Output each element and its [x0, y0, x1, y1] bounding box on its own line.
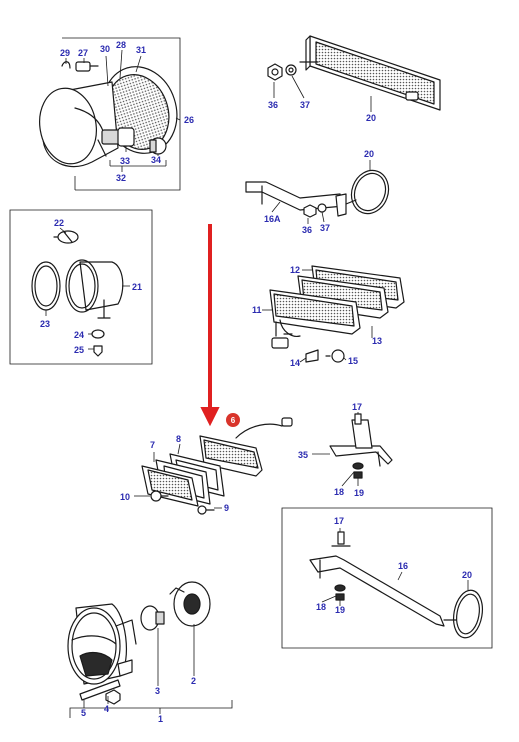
label-11[interactable]: 11	[252, 305, 262, 315]
label-13[interactable]: 13	[372, 336, 382, 346]
marker-lamp-assembly	[134, 417, 293, 515]
label-20-mirror[interactable]: 20	[364, 149, 374, 159]
label-3[interactable]: 3	[155, 686, 160, 696]
label-18-mid[interactable]: 18	[334, 487, 344, 497]
label-25[interactable]: 25	[74, 345, 84, 355]
arrow-head	[200, 407, 220, 427]
label-36-mid[interactable]: 36	[302, 225, 312, 235]
label-18-bottom[interactable]: 18	[316, 602, 326, 612]
label-15[interactable]: 15	[348, 356, 358, 366]
label-8[interactable]: 8	[176, 434, 181, 444]
label-12[interactable]: 12	[290, 265, 300, 275]
rear-lamp-assembly	[262, 265, 405, 363]
label-26[interactable]: 26	[184, 115, 194, 125]
label-17-mid[interactable]: 17	[352, 402, 362, 412]
long-lamp-assembly	[267, 35, 441, 112]
label-30[interactable]: 30	[100, 44, 110, 54]
headlamp-assembly-bottom	[67, 581, 233, 718]
label-16a[interactable]: 16A	[264, 214, 281, 224]
label-1[interactable]: 1	[158, 714, 163, 724]
label-32[interactable]: 32	[116, 173, 126, 183]
label-37-mid[interactable]: 37	[320, 223, 330, 233]
label-23[interactable]: 23	[40, 319, 50, 329]
label-4[interactable]: 4	[104, 704, 109, 714]
label-19-bottom[interactable]: 19	[335, 605, 345, 615]
label-2[interactable]: 2	[191, 676, 196, 686]
highlight-badge-6[interactable]: 6	[226, 413, 240, 427]
label-16[interactable]: 16	[398, 561, 408, 571]
label-33[interactable]: 33	[120, 156, 130, 166]
label-35[interactable]: 35	[298, 450, 308, 460]
label-17-bottom[interactable]: 17	[334, 516, 344, 526]
mirror-arm-assembly	[281, 507, 493, 649]
highlight-text: 6	[231, 416, 236, 425]
label-28[interactable]: 28	[116, 40, 126, 50]
label-34[interactable]: 34	[151, 155, 161, 165]
label-36-top[interactable]: 36	[268, 100, 278, 110]
label-24[interactable]: 24	[74, 330, 84, 340]
label-10[interactable]: 10	[120, 492, 130, 502]
red-pointer-arrow	[200, 224, 220, 427]
label-14[interactable]: 14	[290, 358, 300, 368]
label-31[interactable]: 31	[136, 45, 146, 55]
bracket-35-assembly	[312, 412, 393, 487]
label-29[interactable]: 29	[60, 48, 70, 58]
label-20-top[interactable]: 20	[366, 113, 376, 123]
label-9[interactable]: 9	[224, 503, 229, 513]
label-7[interactable]: 7	[150, 440, 155, 450]
label-19-mid[interactable]: 19	[354, 488, 364, 498]
headlamp-assembly-top	[39, 37, 181, 191]
label-21[interactable]: 21	[132, 282, 142, 292]
mirror-bracket-16a	[245, 160, 390, 224]
part-labels: 29 27 30 28 31 26 33 34 32 36 37 20 20 1…	[40, 40, 472, 724]
label-37-top[interactable]: 37	[300, 100, 310, 110]
label-20-bottom[interactable]: 20	[462, 570, 472, 580]
work-lamp-assembly	[9, 209, 153, 365]
label-5[interactable]: 5	[81, 708, 86, 718]
highlight-circle	[226, 413, 240, 427]
label-22[interactable]: 22	[54, 218, 64, 228]
label-27[interactable]: 27	[78, 48, 88, 58]
